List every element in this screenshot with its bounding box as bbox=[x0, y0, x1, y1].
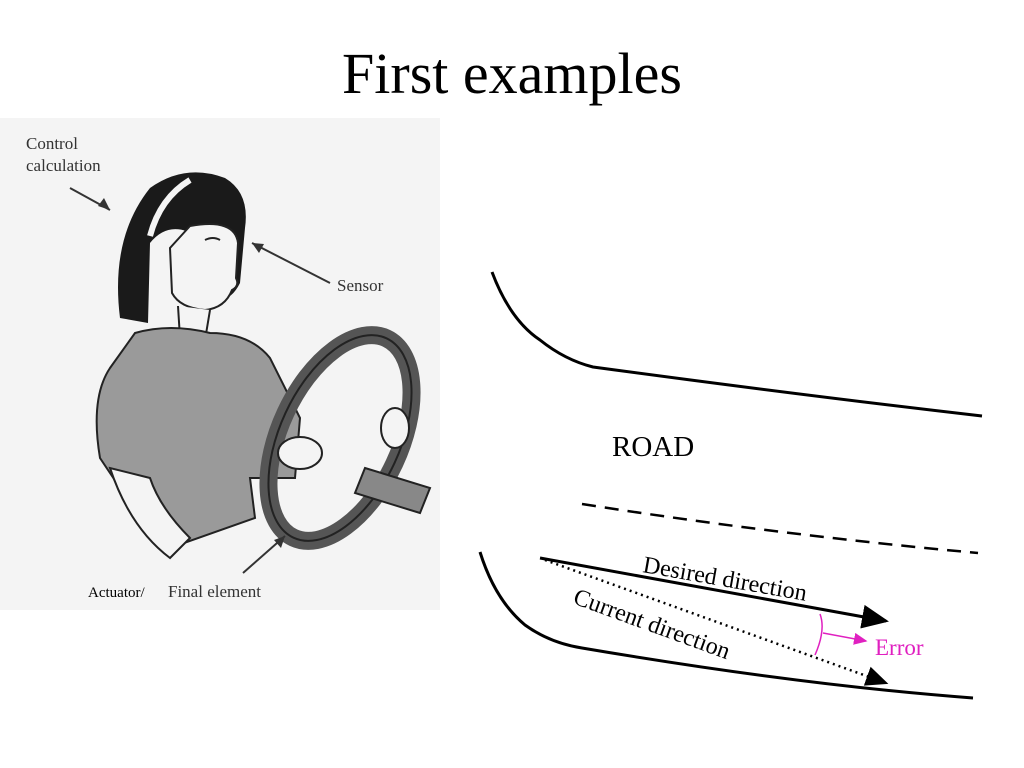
face bbox=[168, 223, 240, 312]
error-arrow bbox=[822, 632, 868, 645]
control-label-line2: calculation bbox=[26, 156, 101, 175]
error-bracket bbox=[814, 613, 823, 656]
control-calculation-label: Control calculation bbox=[26, 133, 101, 177]
desired-direction-label: Desired direction bbox=[641, 552, 809, 606]
hand bbox=[380, 407, 410, 449]
slide-title: First examples bbox=[342, 41, 682, 106]
control-label-line1: Control bbox=[26, 134, 78, 153]
error-label: Error bbox=[875, 635, 924, 660]
actuator-label: Actuator/ bbox=[88, 585, 145, 601]
sensor-label: Sensor bbox=[337, 276, 384, 295]
road-label: ROAD bbox=[612, 431, 694, 463]
arm bbox=[108, 466, 192, 560]
sensor-arrow bbox=[251, 242, 331, 284]
driver-drawing bbox=[69, 172, 432, 574]
road-center-line bbox=[581, 502, 979, 555]
eye bbox=[204, 237, 221, 241]
desired-direction-arrow bbox=[539, 556, 889, 629]
headband bbox=[147, 177, 192, 237]
road-edge-lower bbox=[478, 551, 974, 700]
road-edge-upper bbox=[490, 271, 983, 418]
current-direction-label: Current direction bbox=[570, 584, 734, 665]
driver-illustration bbox=[0, 118, 440, 610]
current-direction-arrow bbox=[544, 558, 889, 686]
steering-column bbox=[353, 466, 432, 515]
hand bbox=[277, 436, 323, 470]
final-element-label: Final element bbox=[168, 582, 262, 601]
